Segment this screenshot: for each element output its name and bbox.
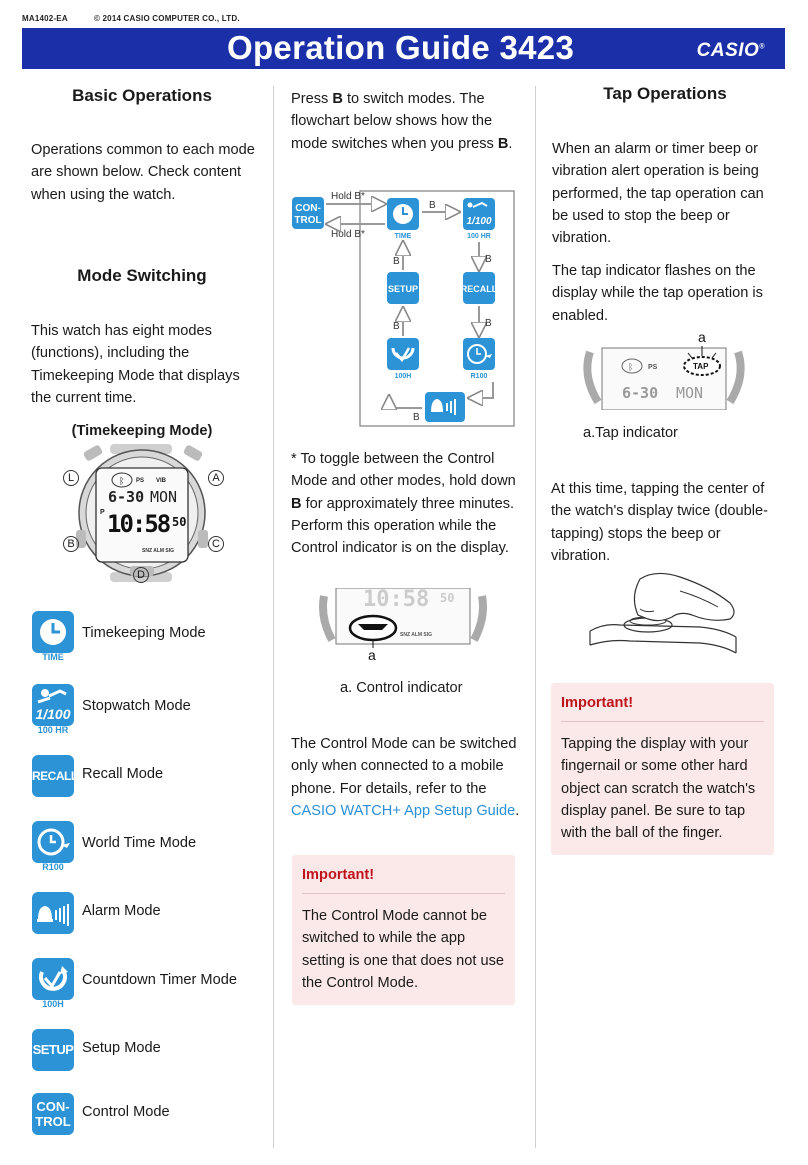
svg-text:SNZ ALM SIG: SNZ ALM SIG bbox=[400, 632, 432, 638]
control-toggle-note: * To toggle between the Control Mode and… bbox=[291, 451, 516, 557]
control-indicator-caption: a. Control indicator bbox=[340, 680, 463, 696]
svg-text:B: B bbox=[413, 412, 420, 423]
control-mode-text: The Control Mode can be switched only wh… bbox=[291, 736, 520, 819]
watch-vib: VIB bbox=[156, 478, 167, 484]
svg-text:CON-: CON- bbox=[295, 203, 321, 214]
svg-text:a: a bbox=[368, 647, 376, 663]
svg-text:TIME: TIME bbox=[395, 233, 412, 240]
time-sublabel: TIME bbox=[42, 652, 64, 662]
mode-switching-heading: Mode Switching bbox=[77, 266, 207, 285]
svg-text:TAP: TAP bbox=[693, 362, 709, 371]
stopwatch-sublabel: 100 HR bbox=[37, 725, 69, 735]
important-text: The Control Mode cannot be switched to w… bbox=[302, 908, 505, 991]
button-c-label: C bbox=[208, 536, 224, 552]
watch-day: MON bbox=[150, 488, 177, 506]
watch-caption: (Timekeeping Mode) bbox=[71, 423, 213, 439]
casio-watch-app-link[interactable]: CASIO WATCH+ App Setup Guide bbox=[291, 802, 516, 819]
watch-time: 10:58 bbox=[107, 510, 170, 538]
svg-text:a: a bbox=[698, 329, 706, 345]
mode-flowchart: CON- TROL Hold B* Hold B* TIME B 1/100 1… bbox=[292, 190, 515, 427]
tap-operations-heading: Tap Operations bbox=[603, 84, 727, 103]
svg-text:B: B bbox=[485, 318, 492, 329]
world-time-sublabel: R100 bbox=[42, 862, 64, 872]
svg-text:B: B bbox=[393, 321, 400, 332]
important-box-tap: Important! Tapping the display with your… bbox=[551, 683, 774, 855]
svg-text:PS: PS bbox=[648, 364, 658, 371]
svg-text:1/100: 1/100 bbox=[466, 216, 491, 227]
button-b-label: B bbox=[63, 536, 79, 552]
svg-text:100 HR: 100 HR bbox=[467, 233, 491, 240]
mode-label-stopwatch: Stopwatch Mode bbox=[82, 698, 191, 714]
svg-text:SETUP: SETUP bbox=[388, 284, 418, 294]
recall-icon: RECALL bbox=[32, 755, 78, 797]
svg-text:10:58: 10:58 bbox=[363, 588, 429, 612]
svg-text:R100: R100 bbox=[471, 373, 488, 380]
svg-text:B: B bbox=[485, 254, 492, 265]
copyright: © 2014 CASIO COMPUTER CO., LTD. bbox=[94, 14, 240, 23]
svg-text:MON: MON bbox=[676, 384, 703, 402]
mode-label-alarm: Alarm Mode bbox=[82, 903, 161, 919]
title-banner: Operation Guide 3423 CASIO® bbox=[22, 28, 785, 69]
flowchart-intro: Press B to switch modes. The flowchart b… bbox=[291, 91, 513, 152]
svg-text:6-30: 6-30 bbox=[622, 384, 658, 402]
svg-text:B: B bbox=[429, 200, 436, 211]
mode-label-setup: Setup Mode bbox=[82, 1040, 161, 1056]
svg-text:50: 50 bbox=[440, 591, 454, 605]
watch-date: 6-30 bbox=[108, 488, 144, 506]
stopwatch-icon: 1/100 bbox=[32, 684, 74, 726]
mode-label-timekeeping: Timekeeping Mode bbox=[82, 625, 206, 641]
watch-illustration: ᛒ PS VIB 6-30 MON P 10:58 50 SNZ ALM SIG bbox=[76, 444, 208, 582]
world-time-icon bbox=[32, 821, 74, 863]
watch-p: P bbox=[100, 509, 105, 516]
brand-logo: CASIO® bbox=[696, 40, 765, 61]
countdown-icon bbox=[32, 958, 74, 1000]
document-code: MA1402-EA bbox=[22, 14, 68, 23]
tap-indicator-caption: a.Tap indicator bbox=[583, 425, 678, 441]
tap-indicator-text: The tap indicator flashes on the display… bbox=[552, 263, 763, 324]
svg-text:RECALL: RECALL bbox=[461, 284, 498, 294]
svg-text:Hold B*: Hold B* bbox=[331, 229, 365, 240]
important-box-control: Important! The Control Mode cannot be sw… bbox=[292, 855, 515, 1005]
mode-label-recall: Recall Mode bbox=[82, 766, 164, 782]
important-text-tap: Tapping the display with your fingernail… bbox=[561, 736, 756, 842]
countdown-sublabel: 100H bbox=[42, 999, 64, 1009]
mode-label-countdown: Countdown Timer Mode bbox=[82, 972, 237, 988]
svg-text:B: B bbox=[393, 256, 400, 267]
button-d-label: D bbox=[133, 567, 149, 583]
important-title: Important! bbox=[302, 867, 375, 883]
mode-switching-text: This watch has eight modes (functions), … bbox=[31, 323, 240, 406]
alarm-icon bbox=[32, 892, 74, 934]
column-divider-1 bbox=[273, 86, 274, 1148]
setup-icon: SETUP bbox=[32, 1029, 74, 1071]
svg-text:ᛒ: ᛒ bbox=[628, 362, 633, 373]
watch-bottom: SNZ ALM SIG bbox=[142, 548, 174, 554]
column-divider-2 bbox=[535, 86, 536, 1148]
button-l-label: L bbox=[63, 470, 79, 486]
tap-indicator-image: a ᛒ PS TAP 6-30 MON bbox=[583, 329, 745, 410]
svg-text:100H: 100H bbox=[395, 373, 412, 380]
svg-text:ᛒ: ᛒ bbox=[119, 476, 124, 487]
basic-operations-heading: Basic Operations bbox=[72, 86, 212, 105]
watch-ps: PS bbox=[136, 478, 144, 484]
mode-label-world-time: World Time Mode bbox=[82, 835, 197, 851]
important-title-tap: Important! bbox=[561, 695, 634, 711]
control-indicator-image: 10:58 50 SNZ ALM SIG a bbox=[319, 588, 487, 663]
tap-operations-text: When an alarm or timer beep or vibration… bbox=[552, 141, 764, 247]
button-a-label: A bbox=[208, 470, 224, 486]
mode-label-control: Control Mode bbox=[82, 1104, 170, 1120]
double-tap-text: At this time, tapping the center of the … bbox=[551, 481, 768, 564]
svg-text:Hold B*: Hold B* bbox=[331, 191, 365, 202]
basic-operations-text: Operations common to each mode are shown… bbox=[31, 142, 255, 203]
watch-sec: 50 bbox=[172, 515, 186, 529]
finger-tap-illustration bbox=[589, 572, 737, 654]
page-title: Operation Guide 3423 bbox=[227, 29, 575, 66]
svg-text:TROL: TROL bbox=[294, 215, 321, 226]
clock-icon bbox=[32, 611, 74, 653]
control-icon: CON-TROL bbox=[32, 1093, 74, 1135]
